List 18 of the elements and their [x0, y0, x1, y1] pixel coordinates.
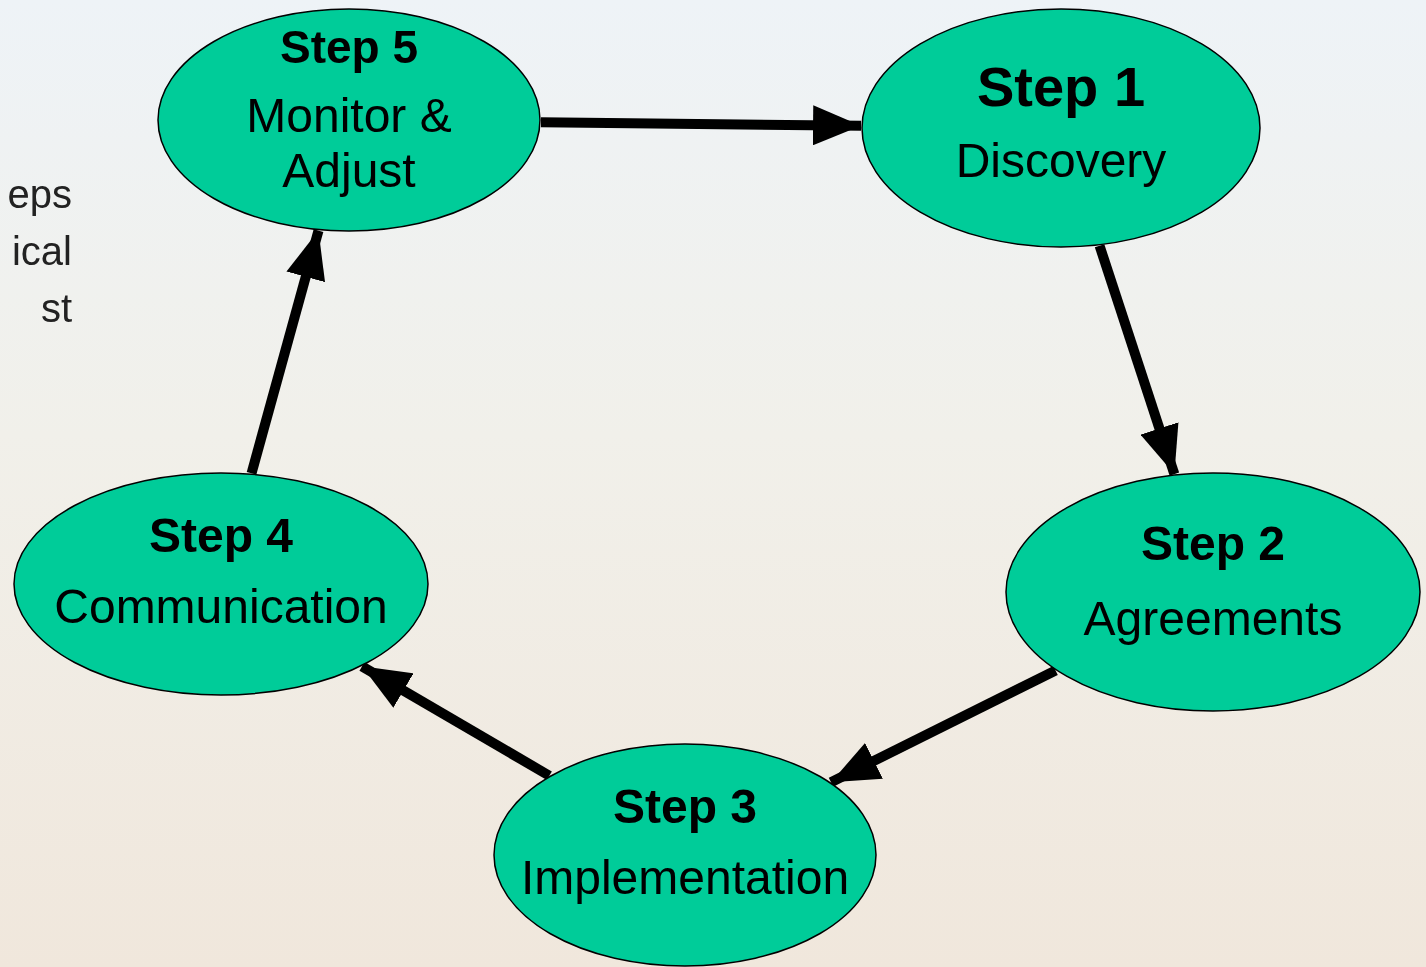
- step-name: Communication: [54, 579, 388, 635]
- step-name: Implementation: [520, 850, 850, 906]
- step-number: Step 3: [612, 779, 757, 834]
- step-name: Monitor & Adjust: [245, 88, 453, 199]
- step-name: Agreements: [1083, 591, 1343, 647]
- arrow: [359, 662, 552, 781]
- arrow: [540, 105, 862, 146]
- text-fragment: eps: [7, 172, 72, 217]
- step-number: Step 4: [148, 508, 293, 563]
- arrow: [1094, 244, 1180, 476]
- arrow: [828, 665, 1058, 787]
- text-fragment: ical: [11, 229, 72, 274]
- arrow: [246, 229, 325, 475]
- text-fragment: st: [40, 286, 72, 331]
- step-name: Discovery: [955, 133, 1167, 189]
- step-number: Step 1: [976, 54, 1146, 119]
- step-number: Step 2: [1140, 516, 1285, 571]
- step-number: Step 5: [279, 20, 418, 74]
